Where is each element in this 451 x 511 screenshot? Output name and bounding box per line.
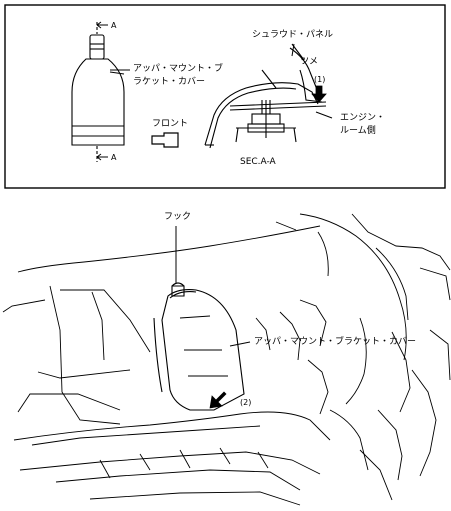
step1-label: (1) bbox=[314, 75, 326, 84]
main-view bbox=[2, 213, 451, 506]
detail-frame bbox=[4, 4, 446, 189]
section-marker-bottom: A bbox=[111, 153, 117, 162]
cover-main-view bbox=[153, 282, 245, 411]
cover-label-line1: アッパ・マウント・ブ bbox=[133, 64, 224, 74]
cover-label: アッパ・マウント・ブラケット・カバー bbox=[254, 337, 417, 347]
cover-label-line2: ラケット・カバー bbox=[133, 77, 206, 87]
cover-front-view bbox=[71, 22, 130, 162]
cover-leader bbox=[229, 341, 251, 347]
tab-label: ツメ bbox=[300, 57, 319, 67]
engine-room-label-line2: ルーム側 bbox=[340, 126, 376, 136]
engine-room-label-line1: エンジン・ bbox=[340, 113, 386, 123]
front-arrow bbox=[151, 132, 179, 148]
section-arrow-top bbox=[96, 21, 108, 29]
front-label: フロント bbox=[152, 119, 189, 129]
section-arrow-bottom bbox=[96, 153, 108, 161]
cover-leader-detail bbox=[109, 71, 125, 75]
step1-arrow bbox=[311, 85, 327, 103]
shroud-panel-label: シュラウド・パネル bbox=[252, 30, 334, 40]
section-marker-top: A bbox=[111, 21, 117, 30]
section-view bbox=[204, 43, 327, 149]
engine-leader bbox=[315, 111, 333, 119]
step2-label: (2) bbox=[240, 398, 252, 407]
hook-label: フック bbox=[164, 212, 192, 222]
section-caption: SEC.A-A bbox=[240, 157, 276, 167]
step2-arrow bbox=[209, 391, 227, 409]
shroud-leader bbox=[291, 43, 295, 57]
